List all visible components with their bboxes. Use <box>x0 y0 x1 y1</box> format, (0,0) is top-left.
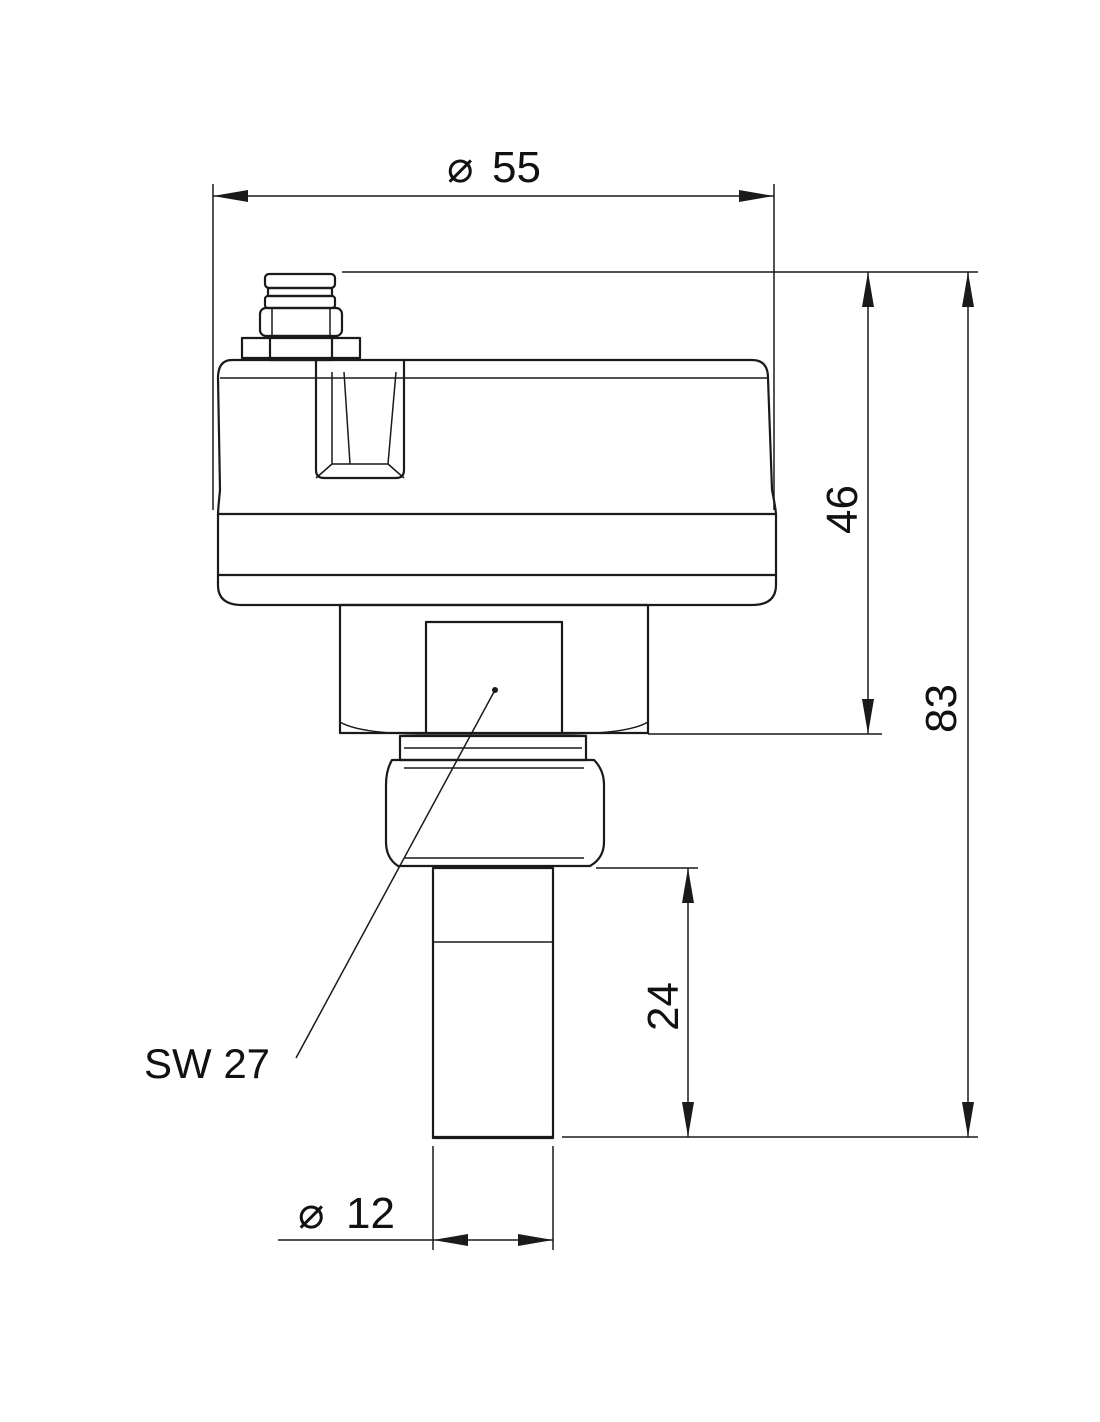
dim-probe-diameter: ⌀ 12 <box>278 1146 554 1250</box>
thread-collar <box>384 734 606 868</box>
housing-height-value: 46 <box>818 485 867 534</box>
probe <box>431 866 555 1140</box>
overall-height-value: 83 <box>917 684 966 733</box>
probe-diameter-symbol: ⌀ <box>298 1189 325 1238</box>
hex-body <box>338 603 650 735</box>
connector-pin <box>240 272 362 362</box>
wrench-leader-line <box>295 689 496 1059</box>
dim-outer-diameter: ⌀ 55 <box>212 143 775 510</box>
outer-diameter-symbol: ⌀ <box>447 143 474 192</box>
probe-diameter-value: 12 <box>346 1189 395 1238</box>
dim-overall-height: 83 <box>562 272 978 1138</box>
wrench-size-label: SW 27 <box>144 1040 270 1087</box>
outer-diameter-value: 55 <box>492 143 541 192</box>
dim-probe-length: 24 <box>596 867 698 1137</box>
housing <box>216 358 778 607</box>
dim-housing-height: 46 <box>342 271 978 735</box>
probe-length-value: 24 <box>639 982 688 1031</box>
